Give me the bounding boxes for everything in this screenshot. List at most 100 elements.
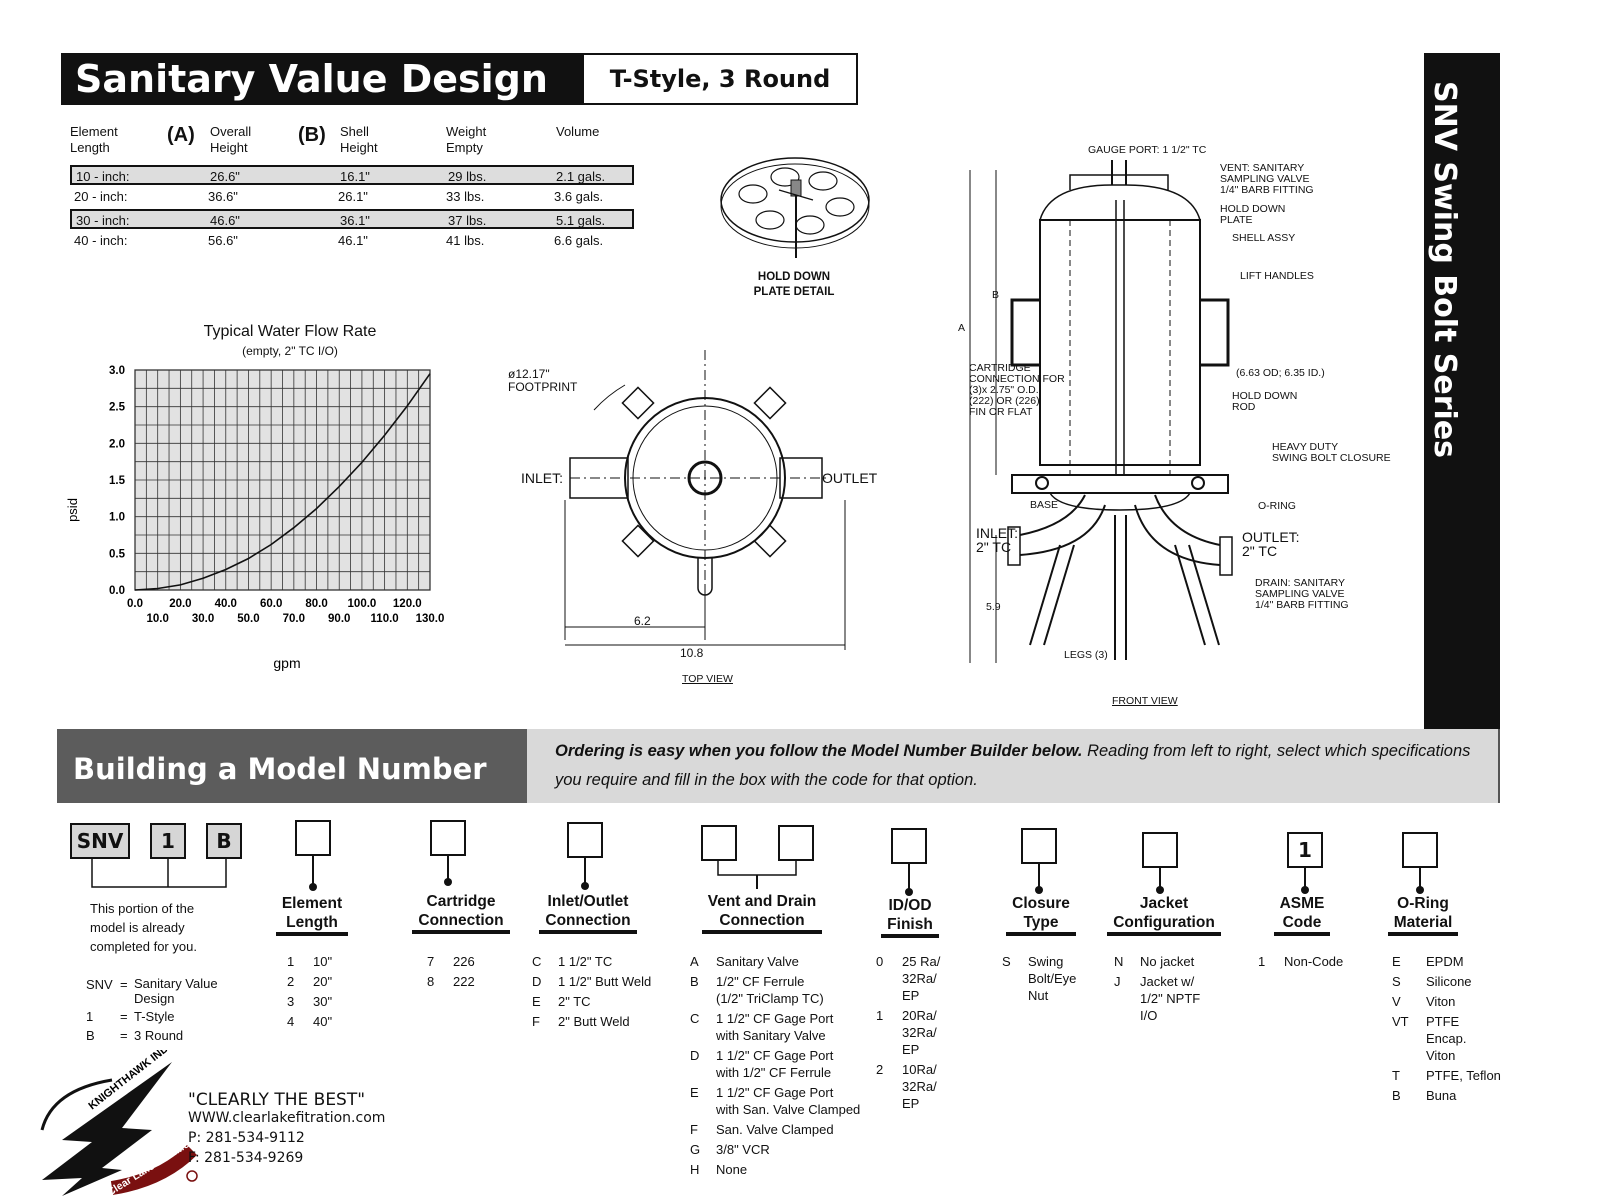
option-desc: Non-Code: [1284, 954, 1344, 969]
inlet-outlet-input[interactable]: [567, 822, 603, 858]
drain-connection-input[interactable]: [778, 825, 814, 861]
flow-rate-curve: [134, 373, 431, 591]
col-title-inlet-outlet: Inlet/Outlet Connection: [528, 892, 648, 934]
option-code: C: [532, 954, 542, 969]
option-desc: EPDM: [1426, 954, 1464, 969]
asme-code-input[interactable]: 1: [1287, 832, 1323, 868]
option-code: B: [1392, 1088, 1401, 1103]
cell-shell: 26.1": [338, 189, 368, 204]
cell-length: 20 - inch:: [74, 189, 128, 204]
col-title-closure: Closure Type: [996, 894, 1086, 936]
option-desc: None: [716, 1162, 748, 1177]
option-code: 1: [287, 954, 295, 969]
option-item: 2 20": [287, 973, 377, 990]
cell-weight: 37 lbs.: [448, 213, 487, 228]
builder-title: Building a Model Number: [57, 729, 527, 803]
option-desc: 1 1/2" Butt Weld: [558, 974, 652, 989]
option-code: 1: [876, 1008, 884, 1023]
x-tick-label: 50.0: [237, 613, 259, 625]
option-code: J: [1114, 974, 1121, 989]
element-length-input[interactable]: [295, 820, 331, 856]
x-tick-label: 20.0: [169, 598, 191, 610]
option-desc: 25 Ra/ 32Ra/ EP: [902, 954, 941, 1003]
option-code: 2: [876, 1062, 884, 1077]
finish-input[interactable]: [891, 828, 927, 864]
stem-dot: [309, 883, 317, 891]
table-row: 30 - inch: 46.6" 36.1" 37 lbs. 5.1 gals.: [70, 209, 634, 229]
hold-down-caption: HOLD DOWN PLATE DETAIL: [753, 271, 835, 298]
cell-volume: 5.1 gals.: [556, 213, 606, 228]
option-code: D: [532, 974, 542, 989]
col-title-cartridge: Cartridge Connection: [398, 892, 524, 934]
phone-number: P: 281-534-9112: [188, 1130, 305, 1146]
hold-down-rod-label: HOLD DOWN ROD: [1232, 390, 1298, 413]
cell-volume: 3.6 gals.: [554, 189, 604, 204]
legend-code: B: [86, 1028, 95, 1043]
y-axis-label: psid: [65, 498, 80, 522]
legend-desc: T-Style: [134, 1009, 175, 1024]
th-a: (A): [167, 124, 195, 146]
o-ring-input[interactable]: [1402, 832, 1438, 868]
prefix-code-round: B: [206, 823, 242, 859]
legs-label: LEGS (3): [1064, 649, 1108, 661]
col-title-element-length: Element Length: [262, 894, 362, 936]
dim-b-label: B: [992, 289, 1000, 301]
lift-handles-label: LIFT HANDLES: [1240, 270, 1314, 282]
option-desc: Swing Bolt/Eye Nut: [1028, 954, 1077, 1003]
stem: [1038, 864, 1040, 890]
dim-a-label: A: [958, 322, 966, 334]
page-subtitle: T-Style, 3 Round: [582, 53, 858, 105]
cell-length: 30 - inch:: [76, 213, 130, 228]
hold-down-plate-drawing: [720, 157, 870, 258]
table-row: 10 - inch: 26.6" 16.1" 29 lbs. 2.1 gals.: [70, 165, 634, 185]
cartridge-connection-input[interactable]: [430, 820, 466, 856]
cell-length: 10 - inch:: [76, 169, 130, 184]
option-desc: 20": [313, 974, 333, 989]
option-desc: Sanitary Valve: [716, 954, 799, 969]
closure-type-input[interactable]: [1021, 828, 1057, 864]
option-code: 2: [287, 974, 295, 989]
table-row: 20 - inch: 36.6" 26.1" 33 lbs. 3.6 gals.: [70, 187, 634, 207]
y-tick-label: 1.5: [109, 475, 126, 487]
vent-connection-input[interactable]: [701, 825, 737, 861]
knighthawk-logo: KNIGHTHAWK INDUSTRIES Clear Lake Filtrat…: [40, 1050, 202, 1198]
stem-dot: [581, 882, 589, 890]
y-tick-label: 2.5: [109, 402, 126, 414]
jacket-input[interactable]: [1142, 832, 1178, 868]
option-code: V: [1392, 994, 1401, 1009]
option-code: F: [532, 1014, 540, 1029]
y-tick-label: 2.0: [109, 438, 125, 450]
col-title-text: ID/OD Finish: [881, 896, 939, 938]
legend-eq: =: [120, 1028, 128, 1043]
website-link[interactable]: WWW.clearlakefitration.com: [188, 1110, 386, 1126]
legend-eq: =: [120, 1009, 128, 1024]
cell-shell: 36.1": [340, 213, 370, 228]
stem: [584, 858, 586, 886]
table-row: 40 - inch: 56.6" 46.1" 41 lbs. 6.6 gals.: [70, 231, 634, 251]
col-title-text: ASME Code: [1273, 894, 1331, 936]
option-desc: 3/8" VCR: [716, 1142, 770, 1157]
option-desc: 1 1/2" TC: [558, 954, 613, 969]
prefix-code-style: 1: [150, 823, 186, 859]
x-tick-label: 60.0: [260, 598, 282, 610]
stem: [908, 864, 910, 892]
